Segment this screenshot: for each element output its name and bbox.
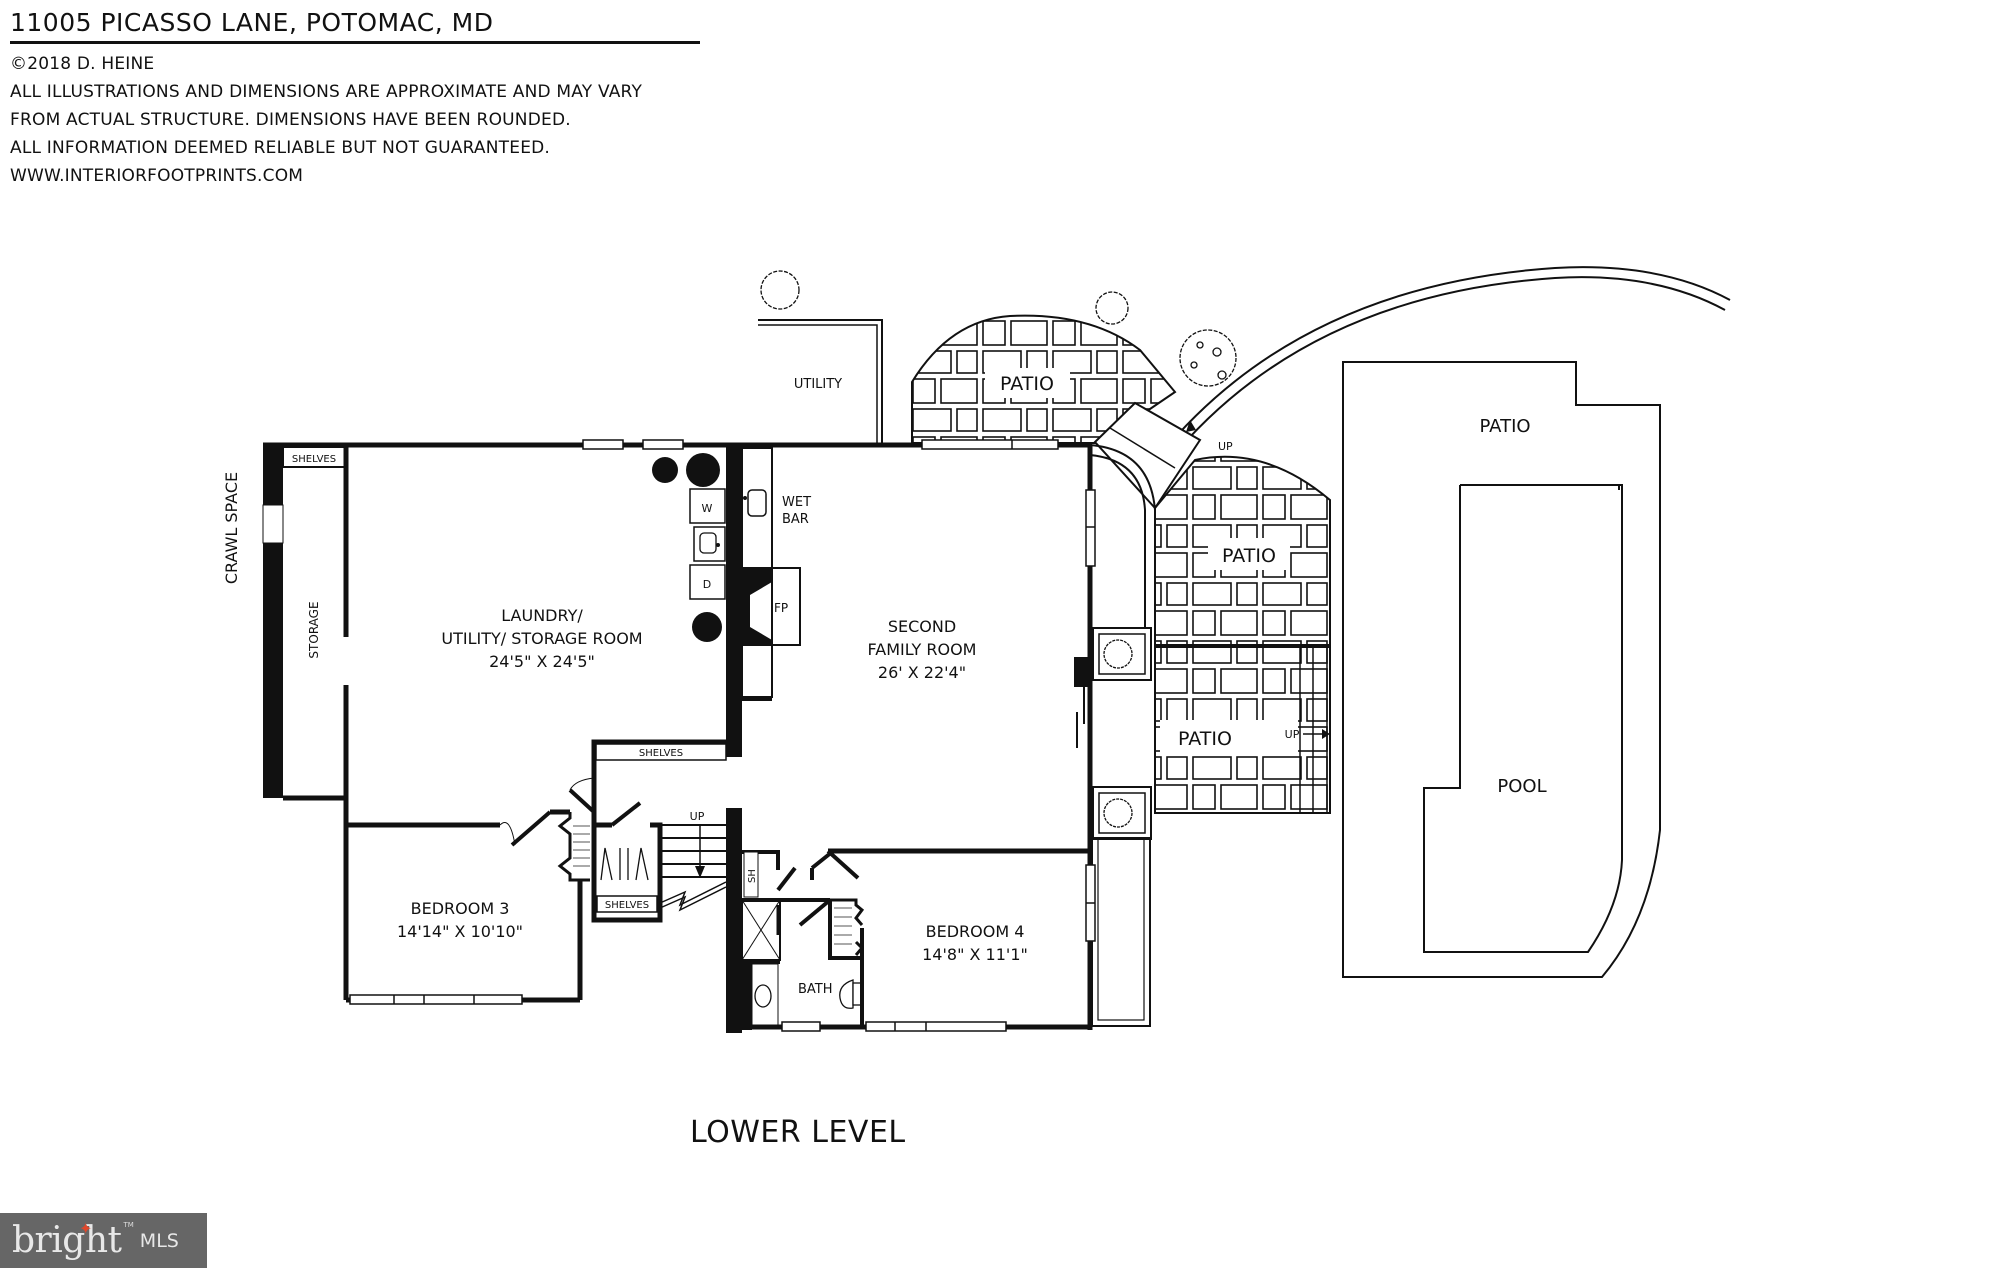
wet-bar-label-2: BAR (782, 512, 809, 527)
steps-up-label: UP (1218, 440, 1233, 453)
tree-icon (760, 270, 1237, 387)
copyright-notice: ©2018 D. HEINE (10, 54, 155, 74)
water-heater-icon (686, 453, 720, 487)
stairs-up-label: UP (690, 810, 705, 823)
family-name-1: SECOND (888, 617, 956, 636)
wet-bar-sink-icon (747, 489, 767, 517)
logo-word: bright (12, 1220, 122, 1261)
washer-icon (689, 488, 726, 524)
bedroom3-name: BEDROOM 3 (411, 899, 510, 918)
family-dims: 26' X 22'4" (878, 663, 966, 682)
dryer-icon (689, 564, 726, 600)
garden-arc (1159, 266, 1731, 456)
bedroom4-dims: 14'8" X 11'1" (922, 945, 1028, 964)
laundry-shelves-label: SHELVES (639, 748, 683, 759)
bedroom3-dims: 14'14" X 10'10" (397, 922, 523, 941)
fireplace-icon (742, 568, 772, 645)
patio-right-label: PATIO (1222, 545, 1276, 567)
washer-label: W (702, 502, 713, 515)
utility-label: UTILITY (794, 377, 842, 392)
window (781, 1021, 821, 1032)
storage-shelves-label: SHELVES (292, 454, 336, 465)
logo-trademark: TM (123, 1220, 134, 1229)
patio-lower: PATIO UP (1154, 646, 1331, 814)
disclaimer-line-2: FROM ACTUAL STRUCTURE. DIMENSIONS HAVE B… (10, 110, 571, 130)
bath-label: BATH (798, 982, 833, 997)
exterior-steps: UP (1093, 401, 1233, 510)
toilet-icon (839, 979, 854, 1009)
disclaimer-line-3: ALL INFORMATION DEEMED RELIABLE BUT NOT … (10, 138, 551, 158)
water-heater-icon (652, 457, 678, 483)
window (642, 439, 684, 450)
dryer-label: D (703, 578, 711, 591)
patio-up-label: UP (1285, 728, 1300, 741)
property-address: 11005 PICASSO LANE, POTOMAC, MD (10, 8, 700, 44)
pool-label: POOL (1497, 776, 1546, 797)
fireplace-label: FP (774, 601, 788, 615)
window (582, 439, 624, 450)
patio-top-label: PATIO (1000, 373, 1054, 395)
pool-patio-label: PATIO (1479, 416, 1530, 437)
utility-sink-icon (693, 526, 726, 562)
planter-lower (1092, 786, 1152, 840)
disclaimer-line-1: ALL ILLUSTRATIONS AND DIMENSIONS ARE APP… (10, 82, 643, 102)
window (349, 994, 523, 1005)
patio-right: PATIO (1154, 455, 1331, 646)
crawl-space-label: CRAWL SPACE (222, 472, 241, 584)
side-walkway (1091, 837, 1151, 1027)
plan-header: 11005 PICASSO LANE, POTOMAC, MD ©2018 D.… (10, 8, 700, 190)
patio-lower-label: PATIO (1178, 728, 1232, 750)
logo-suffix: MLS (139, 1229, 179, 1252)
pool-patio: PATIO (1342, 361, 1661, 978)
pool: POOL (1423, 484, 1623, 953)
laundry-name-2: UTILITY/ STORAGE ROOM (441, 629, 642, 648)
laundry-name-1: LAUNDRY/ (501, 606, 583, 625)
arrow-down-icon (695, 866, 705, 878)
family-name-2: FAMILY ROOM (868, 640, 977, 659)
bright-mls-logo: bright ✦ TM MLS (0, 1213, 207, 1268)
window (921, 439, 1059, 450)
utility-area: UTILITY (758, 319, 883, 443)
furnace-icon (692, 612, 722, 642)
logo-star-icon: ✦ (79, 1219, 93, 1238)
bath-sink-icon (754, 984, 772, 1008)
planter-upper (1092, 627, 1152, 681)
window (1085, 489, 1096, 567)
laundry-dims: 24'5" X 24'5" (489, 652, 595, 671)
website-link[interactable]: WWW.INTERIORFOOTPRINTS.COM (10, 166, 304, 186)
crawl-space-wall (263, 443, 283, 798)
window (865, 1021, 1007, 1032)
patio-top: PATIO (911, 314, 1177, 444)
storage-label: STORAGE (307, 601, 321, 658)
level-title: LOWER LEVEL (690, 1115, 906, 1150)
staircase: UP (659, 810, 727, 912)
sh-label: SH (747, 869, 758, 883)
stair-closet-shelves-label: SHELVES (605, 900, 649, 911)
bedroom4-name: BEDROOM 4 (926, 922, 1025, 941)
wet-bar-label-1: WET (782, 495, 811, 510)
